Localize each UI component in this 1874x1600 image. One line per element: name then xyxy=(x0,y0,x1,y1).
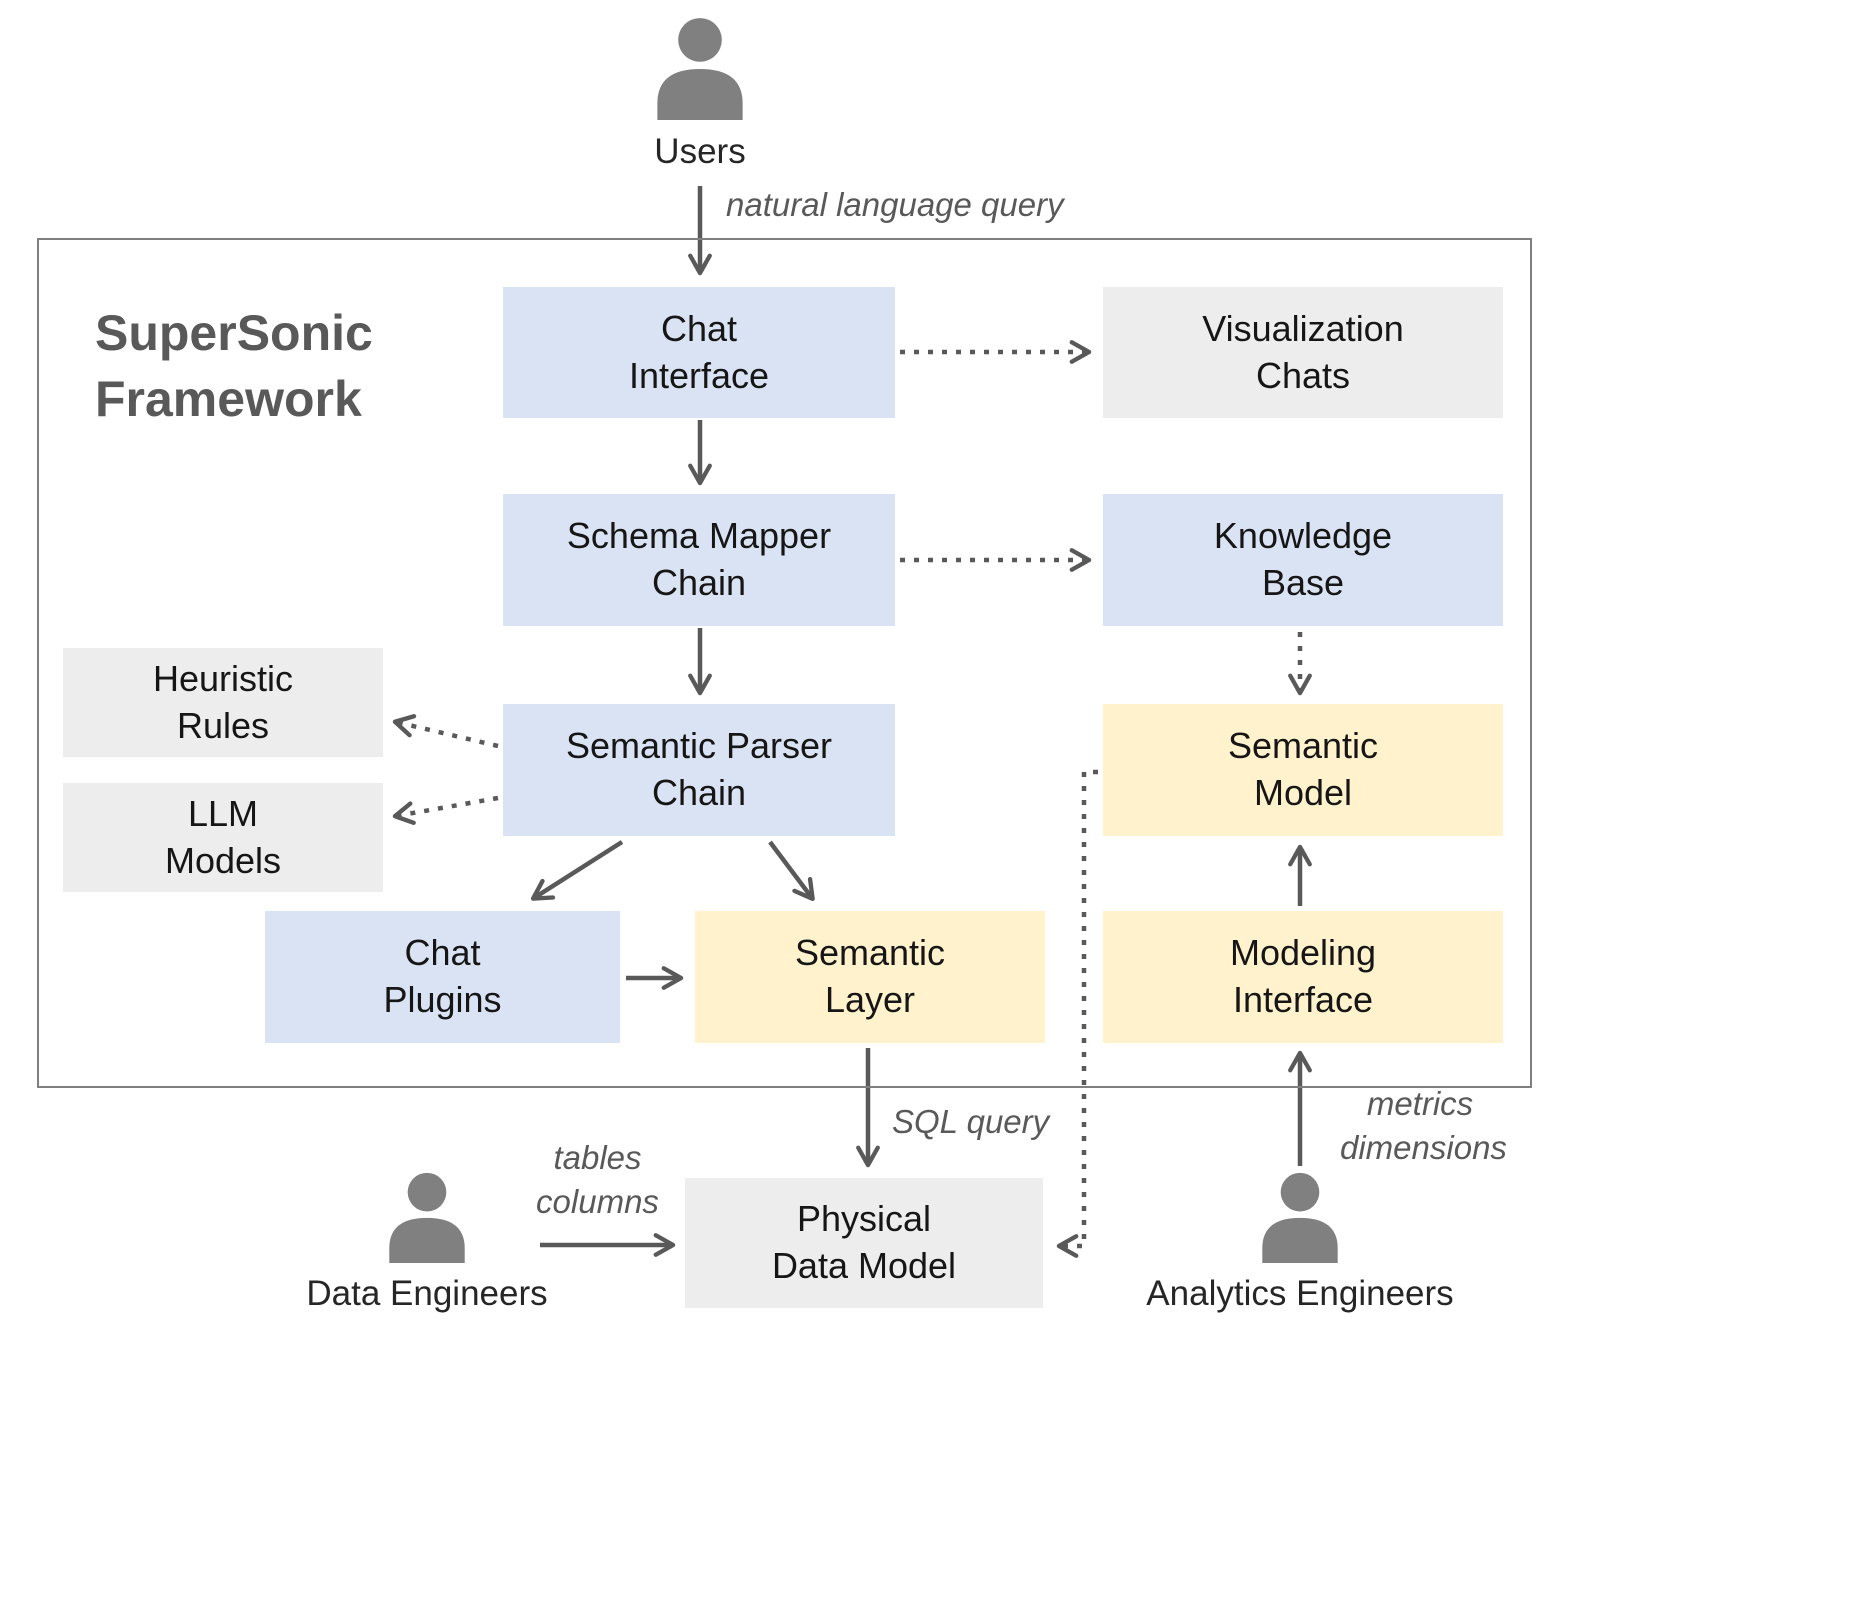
node-heuristic-rules: Heuristic Rules xyxy=(63,648,383,757)
actor-data-engineers: Data Engineers xyxy=(297,1168,557,1314)
node-llm-models: LLM Models xyxy=(63,783,383,892)
label-tables-columns: tables columns xyxy=(536,1139,659,1220)
node-modeling-interface: Modeling Interface xyxy=(1103,911,1503,1043)
node-semantic-layer: Semantic Layer xyxy=(695,911,1045,1043)
node-knowledge-base: Knowledge Base xyxy=(1103,494,1503,626)
data-engineers-label: Data Engineers xyxy=(306,1274,548,1313)
node-semantic-model: Semantic Model xyxy=(1103,704,1503,836)
label-metrics-dimensions: metrics dimensions xyxy=(1340,1085,1507,1166)
users-label: Users xyxy=(654,132,746,171)
node-semantic-parser-chain: Semantic Parser Chain xyxy=(503,704,895,836)
node-chat-plugins: Chat Plugins xyxy=(265,911,620,1043)
data-engineer-icon xyxy=(389,1172,465,1263)
node-physical-data-model: Physical Data Model xyxy=(685,1178,1043,1308)
label-natural-language-query: natural language query xyxy=(726,186,1064,223)
node-schema-mapper-chain: Schema Mapper Chain xyxy=(503,494,895,626)
node-visualization-chats: Visualization Chats xyxy=(1103,287,1503,418)
actor-users: Users xyxy=(595,12,805,172)
framework-boundary xyxy=(37,238,1532,1088)
analytics-engineers-label: Analytics Engineers xyxy=(1146,1274,1454,1313)
analytics-engineer-icon xyxy=(1262,1172,1338,1263)
node-chat-interface: Chat Interface xyxy=(503,287,895,418)
framework-title: SuperSonic Framework xyxy=(95,305,373,427)
label-sql-query: SQL query xyxy=(892,1103,1050,1140)
user-icon xyxy=(657,18,743,120)
actor-analytics-engineers: Analytics Engineers xyxy=(1100,1168,1500,1314)
